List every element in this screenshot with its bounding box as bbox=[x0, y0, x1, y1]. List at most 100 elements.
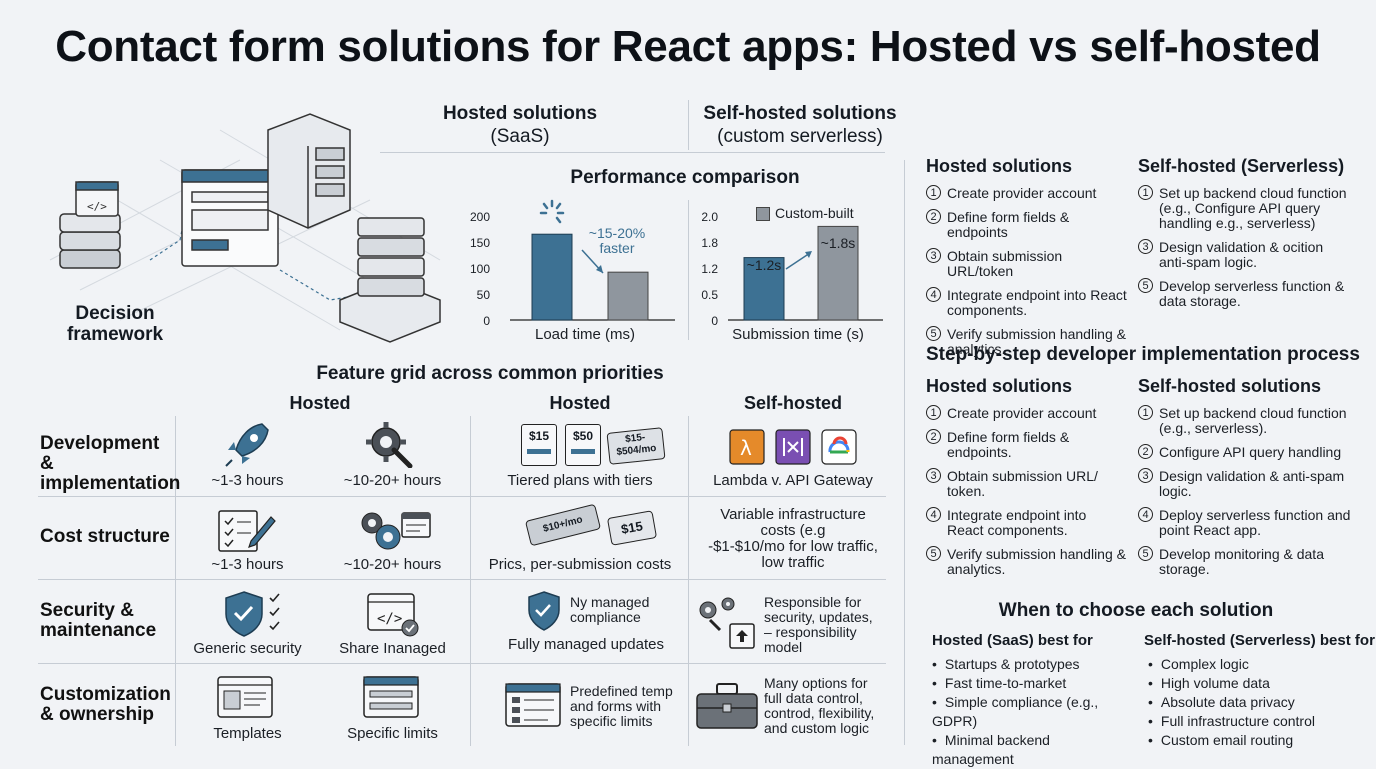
google-cloud-icon bbox=[821, 429, 857, 465]
price-card-50-label: $50 bbox=[572, 429, 594, 443]
cost-self-description: Variable infrastructure costs (e.g -$1-$… bbox=[698, 507, 888, 571]
grid-vline bbox=[688, 416, 689, 746]
submit-bar-hosted bbox=[743, 257, 785, 321]
dev-self-services: Lambda v. API Gateway bbox=[713, 472, 873, 489]
page-title: Contact form solutions for React apps: H… bbox=[55, 22, 1321, 71]
custom-self-1: Specific limits bbox=[347, 725, 438, 742]
svg-text:</>: </> bbox=[377, 611, 402, 627]
sec-self-line-4: model bbox=[764, 639, 803, 655]
load-tick: 0 bbox=[483, 314, 490, 328]
choose-hosted-title: Hosted (SaaS) best for bbox=[932, 632, 1093, 649]
grid-hline bbox=[38, 663, 886, 664]
submit-value-b: ~1.8s bbox=[820, 235, 856, 251]
row-label-development: Development & implementation bbox=[40, 433, 181, 494]
svg-text:λ: λ bbox=[740, 436, 752, 460]
cost-hosted-time: ~1-3 hours bbox=[211, 556, 284, 573]
list-item: Minimal backend management bbox=[932, 731, 1132, 769]
list-item: Full infrastructure control bbox=[1148, 712, 1348, 731]
svg-text:</>: </> bbox=[87, 200, 107, 213]
shield-check-icon bbox=[528, 591, 560, 631]
submit-value-a: ~1.2s bbox=[746, 257, 782, 273]
sec-self-line-2: security, updates, bbox=[764, 609, 873, 625]
gear-wrench-icon bbox=[366, 422, 413, 468]
custom-hosted-1: Templates bbox=[213, 725, 282, 742]
load-xlabel: Load time (ms) bbox=[534, 326, 636, 343]
choose-hosted-list: Startups & prototypes Fast time-to-marke… bbox=[932, 655, 1132, 769]
sec-fully-managed: Fully managed updates bbox=[508, 636, 664, 653]
cost-self-line-1: Variable infrastructure bbox=[720, 506, 866, 523]
grid-vline bbox=[470, 416, 471, 746]
cloud-provider-icons: λ bbox=[729, 429, 857, 465]
feature-header-self: Self-hosted bbox=[743, 393, 842, 413]
grid-vline bbox=[175, 416, 176, 746]
legend-label: Custom-built bbox=[775, 205, 854, 221]
performance-title: Performance comparison bbox=[570, 167, 800, 188]
load-tick: 200 bbox=[469, 210, 490, 224]
row-label-cost: Cost structure bbox=[40, 526, 170, 547]
price-tag-range: $15- $504/mo bbox=[606, 427, 666, 465]
choose-self-list: Complex logic High volume data Absolute … bbox=[1148, 655, 1348, 750]
submit-tick: 1.2 bbox=[701, 262, 718, 276]
toolbox-icon bbox=[696, 683, 758, 729]
sec-managed-line-2: compliance bbox=[570, 609, 641, 625]
load-bar-hosted bbox=[531, 233, 573, 321]
right-panel-divider bbox=[904, 160, 905, 745]
row-label-security: Security & maintenance bbox=[40, 600, 157, 641]
custom-hosted-description: Predefined temp and forms with specific … bbox=[570, 684, 686, 729]
decision-framework-label: Decision framework bbox=[66, 303, 164, 345]
cost-hosted-pricing: Prics, per-submission costs bbox=[488, 556, 672, 573]
price-card-15: $15 bbox=[521, 424, 557, 466]
load-annotation-line-2: faster bbox=[599, 240, 635, 256]
row-label-customization: Customization & ownership bbox=[40, 684, 171, 725]
submit-tick: 0 bbox=[711, 314, 718, 328]
submit-xlabel: Submission time (s) bbox=[732, 326, 864, 343]
template-window-icon bbox=[217, 676, 273, 718]
dev-self-time: ~10-20+ hours bbox=[343, 472, 442, 489]
submit-legend: Custom-built bbox=[756, 205, 854, 222]
hosted-column-header: Hosted solutions (SaaS) bbox=[420, 102, 620, 148]
custom-hosted-line-1: Predefined temp bbox=[570, 683, 673, 699]
steps-title: Step-by-step developer implementation pr… bbox=[926, 344, 1360, 365]
hosted-column-title: Hosted solutions bbox=[442, 103, 598, 124]
self-column-title: Self-hosted solutions bbox=[703, 103, 897, 124]
form-list-icon bbox=[505, 683, 561, 727]
hosted-column-subtitle: (SaaS) bbox=[490, 126, 550, 147]
code-window-icon: </> bbox=[367, 593, 419, 637]
feature-header-hosted-2: Hosted bbox=[549, 393, 611, 413]
custom-hosted-line-2: and forms with bbox=[570, 698, 662, 714]
right-top-self-title: Self-hosted (Serverless) bbox=[1138, 156, 1345, 176]
sec-managed-line-1: Ny managed bbox=[570, 594, 650, 610]
legend-swatch bbox=[756, 207, 770, 222]
cost-self-line-3: -$1-$10/mo for low traffic, bbox=[708, 538, 878, 555]
dev-hosted-time: ~1-3 hours bbox=[211, 472, 284, 489]
list-item: High volume data bbox=[1148, 674, 1348, 693]
shield-check-icon bbox=[225, 591, 280, 637]
header-rule bbox=[380, 152, 885, 153]
custom-self-line-1: Many options for bbox=[764, 675, 868, 691]
sec-hosted-1: Generic security bbox=[193, 640, 302, 657]
custom-self-line-2: full data control, bbox=[764, 690, 863, 706]
price-tag-15: $15 bbox=[606, 510, 658, 546]
list-item: Complex logic bbox=[1148, 655, 1348, 674]
gears-lock-icon bbox=[699, 597, 755, 649]
decision-illustration: </> bbox=[49, 113, 441, 343]
sec-self-description: Responsible for security, updates, – res… bbox=[764, 595, 888, 655]
price-card-15-label: $15 bbox=[528, 429, 550, 443]
form-window-icon bbox=[363, 676, 419, 718]
custom-self-description: Many options for full data control, cont… bbox=[764, 676, 888, 736]
price-tag-monthly: $10+/mo bbox=[524, 503, 602, 547]
